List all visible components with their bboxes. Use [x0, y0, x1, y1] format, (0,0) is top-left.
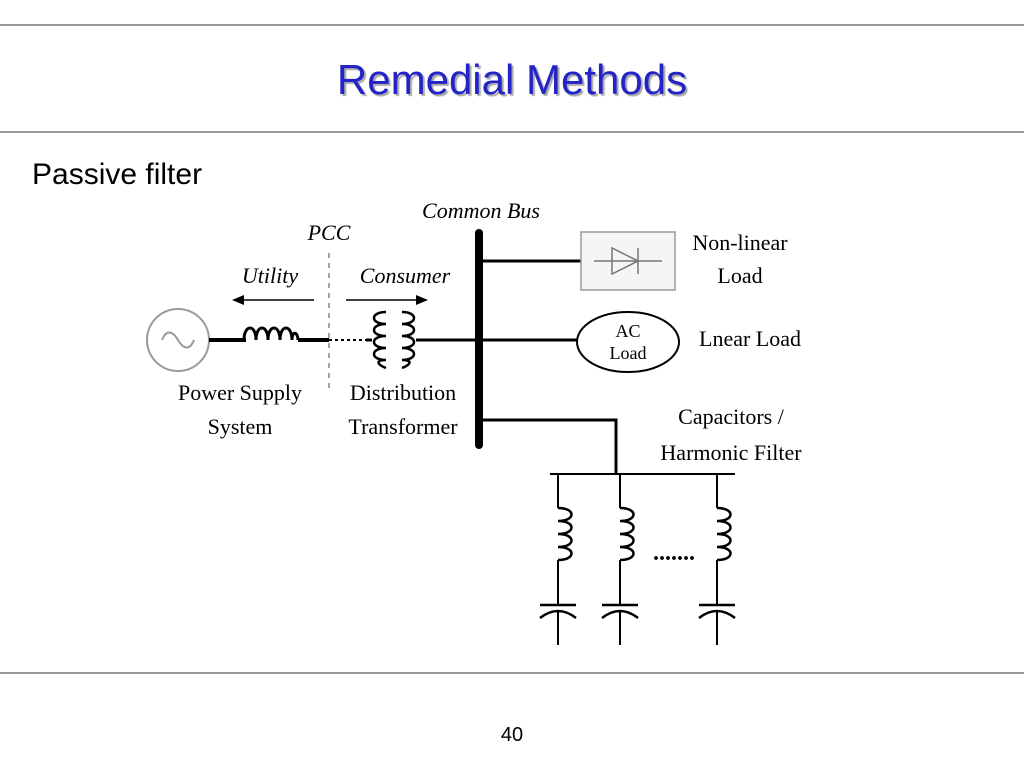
more-legs-ellipsis: .......	[653, 540, 695, 566]
common-bus-label: Common Bus	[422, 198, 540, 223]
title-rule	[0, 131, 1024, 133]
top-rule	[0, 24, 1024, 26]
capacitors-label-1: Capacitors /	[678, 404, 785, 429]
capacitors-label-2: Harmonic Filter	[660, 440, 802, 465]
distribution-label-2: Transformer	[348, 414, 458, 439]
ac-load-label-2: Load	[610, 343, 647, 363]
consumer-arrow	[346, 295, 428, 305]
linear-load-label: Lnear Load	[699, 326, 801, 351]
utility-inductor-symbol	[242, 326, 300, 341]
ac-source-symbol	[146, 308, 210, 372]
pcc-label: PCC	[307, 220, 351, 245]
nonlinear-load-label-2: Load	[717, 263, 762, 288]
filter-leg-1	[539, 474, 577, 645]
nonlinear-load-label-1: Non-linear	[692, 230, 788, 255]
transformer-symbol	[372, 310, 416, 370]
filter-leg-2	[601, 474, 639, 645]
utility-label: Utility	[242, 263, 298, 288]
ac-load-label-1: AC	[615, 321, 640, 341]
power-supply-label-1: Power Supply	[178, 380, 302, 405]
filter-feed-line	[479, 418, 618, 474]
filter-leg-3	[698, 474, 736, 645]
power-supply-label-2: System	[208, 414, 273, 439]
slide-title: Remedial Methods	[336, 56, 688, 103]
consumer-label: Consumer	[360, 263, 451, 288]
utility-arrow	[232, 295, 314, 305]
distribution-label-1: Distribution	[350, 380, 456, 405]
slide-subtitle: Passive filter	[32, 158, 203, 191]
diode-box-symbol	[580, 231, 676, 291]
footer-rule	[0, 672, 1024, 674]
page-number: 40	[500, 724, 524, 746]
ac-load-symbol	[576, 311, 680, 373]
